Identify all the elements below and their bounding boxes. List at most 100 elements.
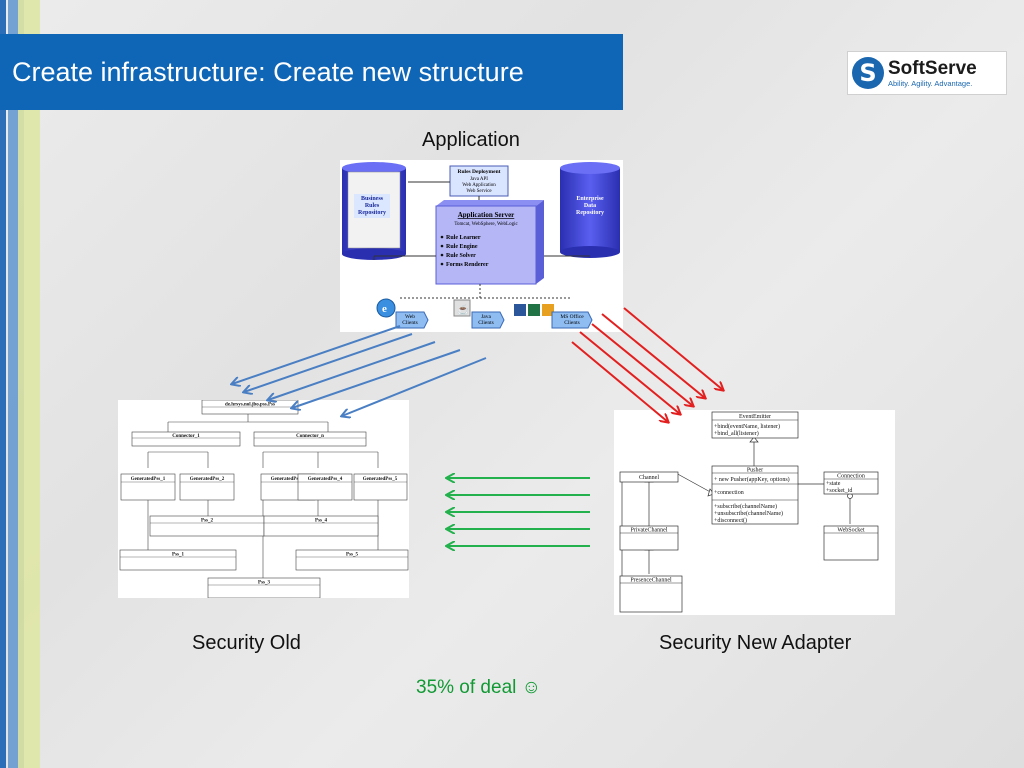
uml-channel: Channel bbox=[619, 471, 679, 483]
web-clients: e Web Clients bbox=[376, 298, 429, 329]
uml-class-name: GeneratedPss_3 bbox=[271, 477, 306, 482]
uml-generated-class: GeneratedPss_2 bbox=[179, 473, 235, 501]
logo-tagline: Ability. Agility. Advantage. bbox=[888, 78, 973, 88]
uml-connection: Connection +state +socket_id bbox=[823, 471, 879, 495]
decor-stripe bbox=[18, 0, 24, 768]
rules-deployment-line: Rules Deployment bbox=[458, 169, 501, 175]
blue-arrow bbox=[342, 357, 487, 416]
rules-deployment-box: Rules Deployment Java API Web Applicatio… bbox=[449, 165, 509, 197]
red-arrow bbox=[579, 331, 680, 414]
slide-title: Create infrastructure: Create new struct… bbox=[0, 34, 623, 110]
uml-class-name: Pss_2 bbox=[201, 519, 213, 524]
rules-deployment-line: Web Service bbox=[466, 189, 492, 194]
client-label: MS Office bbox=[560, 313, 584, 320]
uml-class-name: PresenceChannel bbox=[630, 578, 672, 584]
rules-deployment-line: Java API bbox=[470, 177, 488, 182]
uml-method: +disconnect() bbox=[714, 517, 747, 524]
svg-text:e: e bbox=[382, 303, 387, 315]
uml-connector: Connector_n bbox=[253, 431, 367, 447]
red-arrow bbox=[623, 307, 723, 390]
caption-security-new: Security New Adapter bbox=[659, 632, 852, 654]
app-server-item: Forms Renderer bbox=[446, 262, 489, 268]
red-arrow bbox=[571, 341, 668, 422]
uml-class-name: GeneratedPss_5 bbox=[363, 477, 398, 482]
softserve-s-logo-icon: S bbox=[852, 57, 884, 89]
uml-ctor: + new Pusher(appKey, options) bbox=[714, 476, 790, 483]
java-clients: ☕ Java Clients bbox=[453, 299, 505, 329]
app-server-subtitle: Tomcat, WebSphere, WebLogic bbox=[454, 222, 518, 227]
uml-field: +socket_id bbox=[826, 488, 852, 494]
uml-method: +unsubscribe(channelName) bbox=[714, 510, 783, 517]
client-label: Clients bbox=[564, 320, 580, 326]
uml-class-name: de.hrsys.nol.jbo.pss.Pss bbox=[225, 403, 275, 408]
uml-pss-class: Pss_4 bbox=[263, 515, 379, 537]
softserve-logo: S SoftServe Ability. Agility. Advantage. bbox=[847, 51, 1007, 95]
uml-generated-class: GeneratedPss_1 bbox=[120, 473, 176, 501]
caption-deal: 35% of deal ☺ bbox=[416, 677, 542, 698]
uml-method: +subscribe(channelName) bbox=[714, 503, 777, 510]
enterprise-line: Data bbox=[584, 203, 596, 209]
uml-generated-class: GeneratedPss_5 bbox=[353, 473, 408, 501]
uml-class-name: Channel bbox=[639, 475, 659, 481]
uml-presence-channel: PresenceChannel bbox=[619, 575, 683, 613]
svg-text:☕: ☕ bbox=[457, 303, 469, 316]
uml-field: +state bbox=[826, 481, 841, 487]
application-diagram: Business Rules Repository Rules Deployme… bbox=[340, 160, 623, 332]
red-arrows bbox=[571, 307, 723, 422]
app-server-item: Rule Engine bbox=[446, 244, 478, 250]
uml-generated-class: GeneratedPss_4 bbox=[297, 473, 353, 501]
enterprise-line: Repository bbox=[576, 210, 604, 216]
uml-class-name: Pss_3 bbox=[258, 581, 270, 586]
uml-pusher: Pusher + new Pusher(appKey, options) +co… bbox=[711, 465, 799, 525]
uml-class-name: PrivateChannel bbox=[631, 528, 668, 534]
business-rules-repository: Business Rules Repository bbox=[342, 162, 406, 260]
uml-event-emitter: EventEmitter +bind(eventName, listener) … bbox=[711, 411, 799, 439]
rules-deployment-line: Web Application bbox=[462, 183, 496, 188]
caption-application: Application bbox=[422, 129, 520, 151]
uml-method: +bind_all(listener) bbox=[714, 430, 759, 437]
uml-class-name: Connector_1 bbox=[172, 434, 200, 439]
uml-pss-class: Pss_1 bbox=[119, 549, 237, 571]
red-arrow bbox=[601, 313, 705, 398]
security-old-diagram: de.hrsys.nol.jbo.pss.Pss Connector_1 Con… bbox=[118, 399, 409, 599]
red-arrow bbox=[591, 323, 693, 406]
repo-line: Rules bbox=[365, 203, 380, 209]
uml-class-name: GeneratedPss_4 bbox=[308, 477, 343, 482]
decor-stripe bbox=[24, 0, 40, 768]
decor-stripe bbox=[0, 0, 6, 768]
uml-connector: Connector_1 bbox=[131, 431, 241, 447]
blue-arrow bbox=[232, 325, 401, 384]
enterprise-line: Enterprise bbox=[576, 196, 604, 202]
client-label: Web bbox=[405, 314, 415, 320]
uml-websocket: WebSocket bbox=[823, 525, 879, 561]
uml-private-channel: PrivateChannel bbox=[619, 525, 679, 551]
blue-arrows bbox=[232, 325, 487, 416]
ms-office-clients: MS Office Clients bbox=[514, 304, 593, 329]
decor-stripe bbox=[8, 0, 18, 768]
uml-class-name: Pss_4 bbox=[315, 519, 327, 524]
green-arrows bbox=[447, 478, 590, 546]
uml-class-name: GeneratedPss_2 bbox=[190, 477, 225, 482]
logo-name: SoftServe bbox=[888, 57, 977, 79]
uml-method: +bind(eventName, listener) bbox=[714, 423, 780, 430]
uml-class-name: WebSocket bbox=[837, 528, 865, 534]
security-new-diagram: EventEmitter +bind(eventName, listener) … bbox=[614, 410, 895, 615]
uml-class-name: Connector_n bbox=[296, 434, 324, 439]
blue-arrow bbox=[292, 349, 461, 408]
uml-class-name: Pss_5 bbox=[346, 553, 358, 558]
client-label: Clients bbox=[478, 320, 494, 326]
blue-arrow bbox=[268, 341, 436, 400]
repo-line: Business bbox=[361, 196, 384, 202]
enterprise-data-repository: Enterprise Data Repository bbox=[560, 162, 620, 258]
caption-security-old: Security Old bbox=[192, 632, 301, 654]
client-label: Clients bbox=[402, 320, 418, 326]
uml-class-name: Connection bbox=[837, 474, 865, 480]
app-server-item: Rule Learner bbox=[446, 235, 481, 241]
client-label: Java bbox=[481, 314, 491, 320]
uml-class-name: Pss_1 bbox=[172, 553, 184, 558]
uml-pss-class: Pss_5 bbox=[295, 549, 409, 571]
application-server-box: Application Server Tomcat, WebSphere, We… bbox=[435, 200, 544, 285]
uml-class-name: EventEmitter bbox=[739, 414, 771, 420]
uml-field: +connection bbox=[714, 490, 744, 496]
